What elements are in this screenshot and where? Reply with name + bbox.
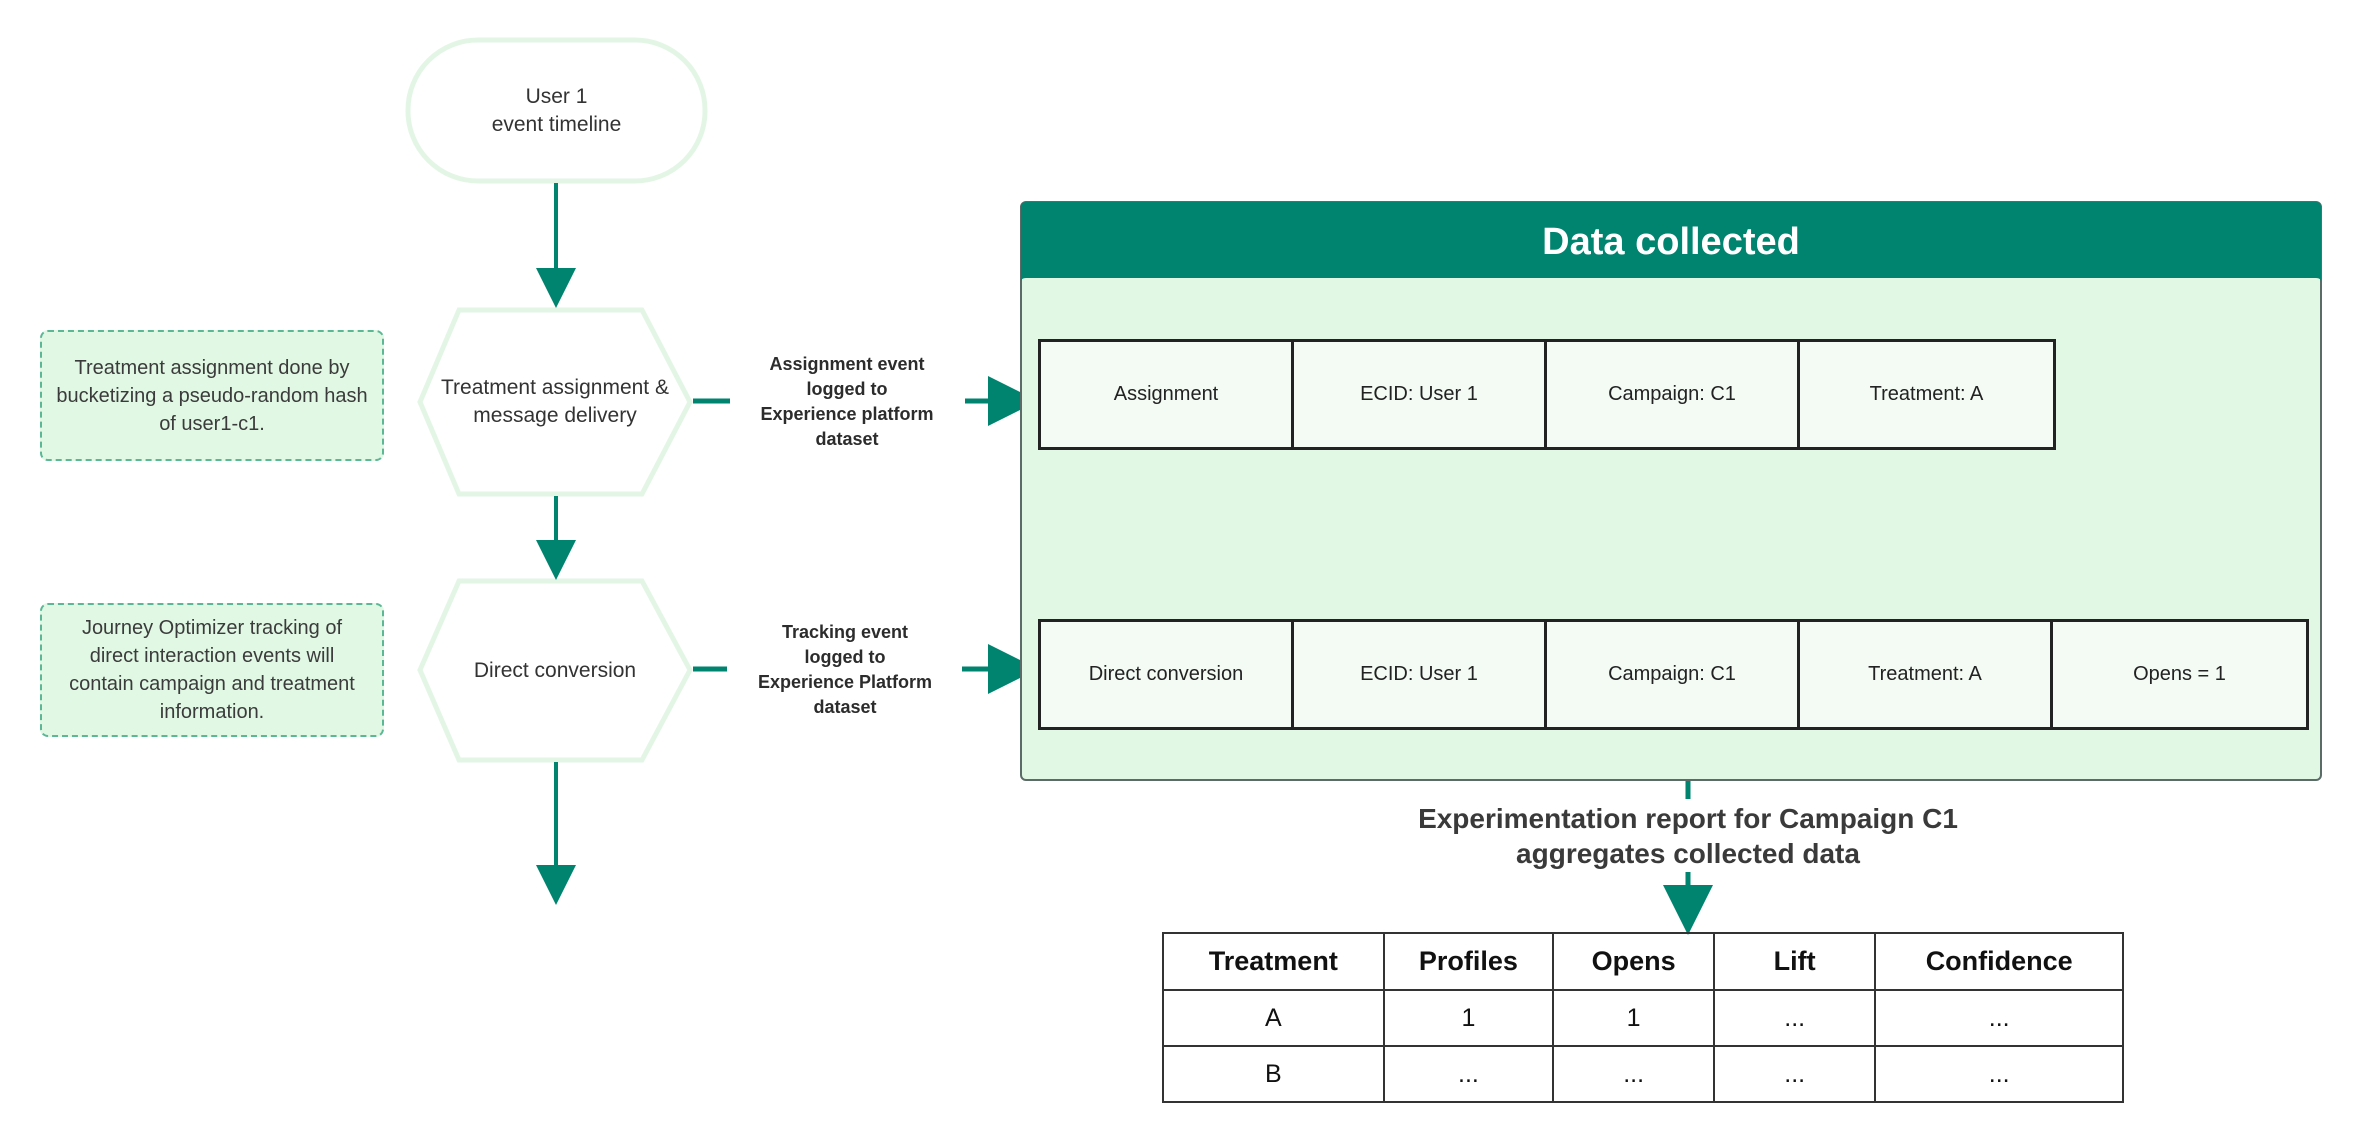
record-cell-metric: Opens = 1 — [2133, 663, 2226, 685]
table-row: A 1 1 ... ... — [1162, 989, 2124, 1047]
table-cell: 1 — [1382, 989, 1555, 1047]
treatment-node: Treatment assignment & message delivery — [420, 310, 690, 494]
timeline-node: User 1 event timeline — [408, 40, 705, 181]
tracking-note-text: Journey Optimizer tracking of direct int… — [69, 617, 355, 723]
table-header-confidence: Confidence — [1874, 932, 2124, 991]
table-cell: ... — [1552, 1045, 1715, 1103]
table-cell: ... — [1382, 1045, 1555, 1103]
treatment-node-shape — [417, 307, 693, 497]
table-header-lift: Lift — [1712, 932, 1877, 991]
timeline-node-label: User 1 event timeline — [491, 84, 622, 136]
assignment-event-label: Assignment event logged to Experience pl… — [727, 354, 967, 449]
report-table: Treatment Profiles Opens Lift Confidence… — [1162, 932, 2124, 1103]
table-cell: ... — [1712, 989, 1877, 1047]
timeline-node-shape — [405, 37, 708, 184]
table-header-profiles: Profiles — [1382, 932, 1555, 991]
table-cell: ... — [1874, 989, 2124, 1047]
table-row: B ... ... ... ... — [1162, 1045, 2124, 1103]
record-cell-ecid: ECID: User 1 — [1294, 622, 1547, 727]
treatment-node-label: Treatment assignment & message delivery — [441, 376, 669, 427]
table-cell: ... — [1712, 1045, 1877, 1103]
record-cell-event-type: Direct conversion — [1041, 622, 1294, 727]
report-label: Experimentation report for Campaign C1 a… — [1368, 800, 2008, 872]
tracking-event-label: Tracking event logged to Experience Plat… — [725, 622, 965, 717]
record-cell-event-type: Assignment — [1041, 342, 1294, 447]
report-table-header-row: Treatment Profiles Opens Lift Confidence — [1162, 932, 2124, 991]
table-header-opens: Opens — [1552, 932, 1715, 991]
data-panel-header — [1021, 202, 2321, 282]
tracking-note: Journey Optimizer tracking of direct int… — [40, 603, 384, 737]
data-panel-title: Data collected — [1542, 220, 1800, 263]
table-cell: A — [1162, 989, 1385, 1047]
assignment-record: Assignment ECID: User 1 Campaign: C1 Tre… — [1038, 339, 2056, 450]
record-cell-campaign: Campaign: C1 — [1547, 342, 1800, 447]
assignment-event-text: Assignment event logged to Experience pl… — [760, 354, 934, 449]
conversion-record: Direct conversion ECID: User 1 Campaign:… — [1038, 619, 2309, 730]
record-cell-campaign: Campaign: C1 — [1547, 622, 1800, 727]
treatment-note-text: Treatment assignment done by bucketizing… — [56, 356, 368, 435]
record-cell-ecid: ECID: User 1 — [1294, 342, 1547, 447]
conversion-node: Direct conversion — [420, 581, 690, 760]
table-cell: 1 — [1552, 989, 1715, 1047]
report-label-text: Experimentation report for Campaign C1 a… — [1418, 803, 1958, 869]
table-header-treatment: Treatment — [1162, 932, 1385, 991]
table-cell: ... — [1874, 1045, 2124, 1103]
conversion-node-label: Direct conversion — [473, 658, 637, 682]
treatment-note: Treatment assignment done by bucketizing… — [40, 330, 384, 461]
conversion-node-shape — [417, 578, 693, 763]
record-cell-treatment: Treatment: A — [1869, 383, 1984, 405]
record-cell-treatment: Treatment: A — [1800, 622, 2053, 727]
table-cell: B — [1162, 1045, 1385, 1103]
tracking-event-text: Tracking event logged to Experience Plat… — [757, 622, 933, 717]
